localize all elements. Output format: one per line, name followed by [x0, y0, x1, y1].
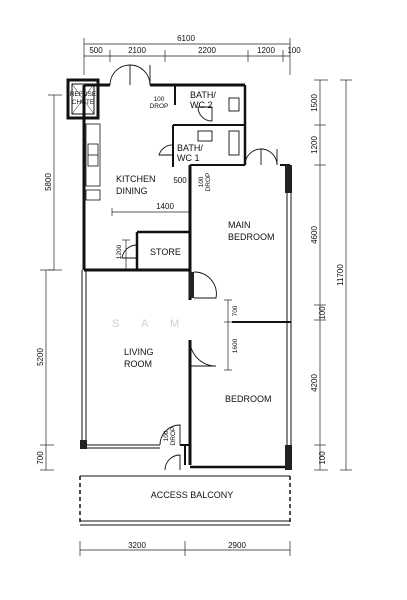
living-label: LIVING — [124, 347, 154, 357]
dim-drop-100b: 100 — [198, 176, 205, 187]
dim-right-100a: 100 — [318, 306, 327, 320]
dining-label: DINING — [116, 186, 148, 196]
access-balcony — [79, 475, 291, 526]
walls — [81, 83, 292, 470]
dim-right-total: 11700 — [336, 264, 345, 286]
dim-top-total: 6100 — [177, 34, 195, 43]
columns — [66, 78, 292, 470]
room-labels: BATH/ WC 2 BATH/ WC 1 KITCHEN DINING STO… — [116, 90, 275, 500]
doors — [109, 64, 278, 471]
dim-right-4600: 4600 — [310, 226, 319, 244]
dim-top-1200: 1200 — [257, 46, 275, 55]
dim-top-2100: 2100 — [128, 46, 146, 55]
dim-1400: 1400 — [156, 202, 174, 211]
watermark-m: M — [170, 318, 181, 330]
dim-store-1200: 1200 — [116, 244, 123, 259]
watermark-a: A — [141, 318, 150, 330]
refuse-label: REFUSE — [70, 91, 97, 98]
chute-label: CHUTE — [72, 99, 95, 106]
dim-bottom-3200: 3200 — [128, 541, 146, 550]
dim-door-1600: 1600 — [232, 338, 239, 353]
bath-wc2-label-2: WC 2 — [190, 100, 213, 110]
dimension-lines — [40, 38, 352, 556]
dim-right-4200: 4200 — [310, 374, 319, 392]
dim-right-100b: 100 — [318, 451, 327, 465]
main-bedroom-label-2: BEDROOM — [228, 232, 275, 242]
dim-left-5200: 5200 — [36, 348, 45, 366]
dim-500: 500 — [173, 176, 187, 185]
dim-top-100: 100 — [287, 46, 301, 55]
kitchen-counter — [85, 123, 101, 201]
watermark: S A M — [112, 318, 181, 330]
store-label: STORE — [150, 247, 181, 257]
dim-left-700: 700 — [36, 451, 45, 465]
drop-label-a: DROP — [150, 103, 169, 110]
dim-drop-100c: 100 — [163, 430, 170, 441]
dim-door-700: 700 — [232, 305, 239, 316]
dim-right-1500: 1500 — [310, 94, 319, 112]
dim-bottom-2900: 2900 — [228, 541, 246, 550]
access-balcony-label: ACCESS BALCONY — [151, 490, 234, 500]
bath-wc2-label-1: BATH/ — [190, 90, 216, 100]
refuse-chute: REFUSE CHUTE — [70, 83, 97, 115]
bath-wc1-label-2: WC 1 — [177, 153, 200, 163]
watermark-s: S — [112, 318, 121, 330]
dim-left-5800: 5800 — [44, 173, 53, 191]
dimension-text: 6100 500 2100 2200 1200 100 5800 5200 70… — [36, 34, 345, 550]
drop-label-c: DROP — [170, 427, 177, 446]
dim-top-500: 500 — [89, 46, 103, 55]
kitchen-label: KITCHEN — [116, 174, 156, 184]
room-label: ROOM — [124, 359, 152, 369]
bedroom-label: BEDROOM — [225, 394, 272, 404]
dim-top-2200: 2200 — [198, 46, 216, 55]
bath-wc1-label-1: BATH/ — [177, 143, 203, 153]
dim-drop-100a: 100 — [154, 96, 165, 103]
main-bedroom-label-1: MAIN — [228, 220, 251, 230]
drop-label-b: DROP — [205, 173, 212, 192]
dim-right-1200: 1200 — [310, 136, 319, 154]
